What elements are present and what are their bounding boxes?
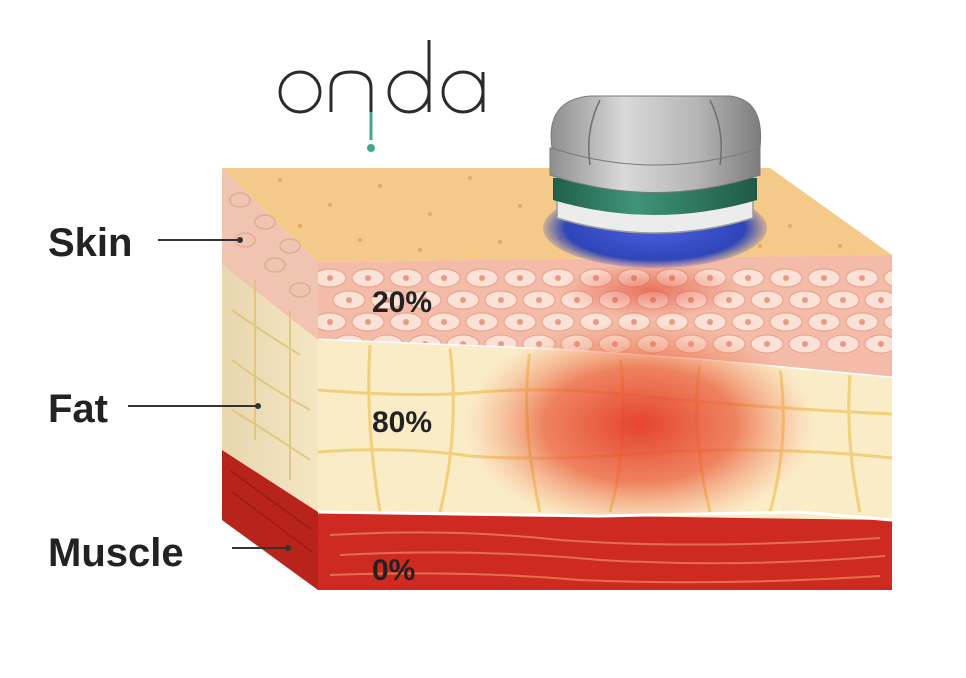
skin-cell-nucleus bbox=[346, 297, 352, 303]
skin-cell-nucleus bbox=[707, 319, 713, 325]
skin-cell bbox=[883, 268, 892, 288]
skin-cell-nucleus bbox=[479, 319, 485, 325]
skin-cell-nucleus bbox=[897, 275, 903, 281]
skin-cell-nucleus bbox=[859, 275, 865, 281]
skin-cell-nucleus bbox=[498, 297, 504, 303]
skin-cell bbox=[883, 312, 892, 332]
skin-cell-nucleus bbox=[460, 297, 466, 303]
skin-cell-nucleus bbox=[840, 341, 846, 347]
energy-percentages: 20% 80% 0% bbox=[372, 286, 432, 587]
skin-cell-nucleus bbox=[403, 319, 409, 325]
skin-cell-nucleus bbox=[764, 297, 770, 303]
skin-cell-nucleus bbox=[802, 297, 808, 303]
skin-cell-nucleus bbox=[441, 275, 447, 281]
fat-heat-zone bbox=[465, 320, 815, 530]
skin-cell-nucleus bbox=[859, 319, 865, 325]
skin-cell-nucleus bbox=[403, 275, 409, 281]
skin-cell-nucleus bbox=[878, 341, 884, 347]
skin-cell-nucleus bbox=[840, 297, 846, 303]
skin-cell-nucleus bbox=[365, 275, 371, 281]
skin-cell-nucleus bbox=[479, 275, 485, 281]
skin-cell-nucleus bbox=[916, 341, 922, 347]
onda-logo bbox=[278, 40, 485, 152]
percent-muscle: 0% bbox=[372, 554, 415, 587]
skin-cell-nucleus bbox=[745, 319, 751, 325]
skin-cell bbox=[903, 291, 935, 309]
skin-cell-nucleus bbox=[783, 275, 789, 281]
skin-cell-nucleus bbox=[555, 275, 561, 281]
skin-cell-nucleus bbox=[916, 297, 922, 303]
skin-cell-nucleus bbox=[878, 297, 884, 303]
skin-cell-nucleus bbox=[821, 275, 827, 281]
percent-skin: 20% bbox=[372, 286, 432, 319]
skin-cell-nucleus bbox=[802, 341, 808, 347]
skin-cell-nucleus bbox=[327, 275, 333, 281]
skin-cell bbox=[903, 335, 935, 353]
skin-cell-nucleus bbox=[821, 319, 827, 325]
skin-cell-nucleus bbox=[764, 341, 770, 347]
fat-section bbox=[318, 320, 892, 530]
skin-cell-nucleus bbox=[498, 341, 504, 347]
skin-cell-nucleus bbox=[897, 319, 903, 325]
skin-cell-nucleus bbox=[745, 275, 751, 281]
layer-labels: Skin Fat Muscle bbox=[48, 221, 291, 575]
skin-heat-zone bbox=[560, 262, 740, 318]
skin-cell-nucleus bbox=[517, 319, 523, 325]
percent-fat: 80% bbox=[372, 406, 432, 439]
label-fat: Fat bbox=[48, 387, 108, 431]
skin-cell-nucleus bbox=[384, 297, 390, 303]
skin-cell-nucleus bbox=[327, 319, 333, 325]
skin-cell-nucleus bbox=[422, 297, 428, 303]
handpiece-icon bbox=[543, 95, 767, 268]
skin-cell-nucleus bbox=[783, 319, 789, 325]
skin-cell-nucleus bbox=[441, 319, 447, 325]
label-muscle: Muscle bbox=[48, 531, 184, 575]
skin-cell-nucleus bbox=[555, 319, 561, 325]
skin-cell-nucleus bbox=[536, 297, 542, 303]
muscle-section bbox=[317, 510, 893, 590]
label-skin: Skin bbox=[48, 221, 132, 265]
skin-cell-nucleus bbox=[517, 275, 523, 281]
block-left-side bbox=[222, 168, 318, 590]
skin-cell-nucleus bbox=[365, 319, 371, 325]
